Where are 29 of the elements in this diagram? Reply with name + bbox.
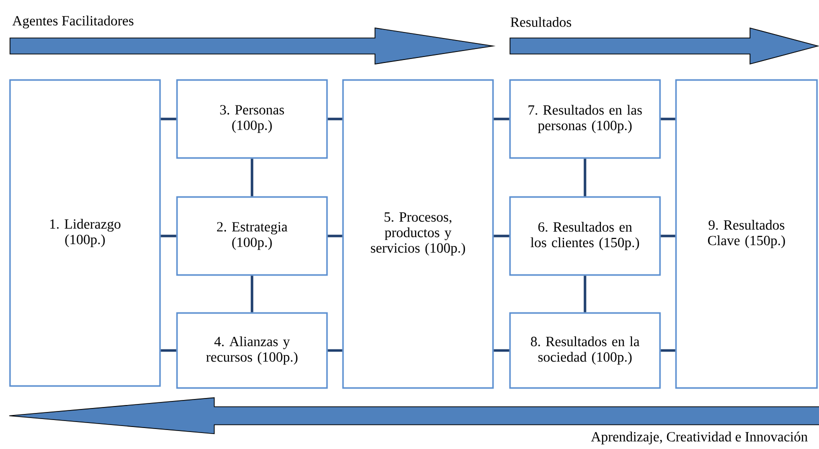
connector — [660, 349, 676, 352]
block-arrow — [8, 397, 819, 434]
connector — [584, 158, 586, 196]
connector — [494, 118, 510, 120]
process-box: 6. Resultados en los clientes (150p.) — [509, 196, 661, 276]
connector — [160, 118, 176, 120]
connector — [584, 276, 586, 312]
connector — [328, 349, 342, 352]
connector — [328, 234, 342, 238]
connector — [328, 118, 342, 120]
section-label: Aprendizaje, Creatividad e Innovación — [591, 432, 808, 444]
process-box: 5. Procesos, productos y servicios (100p.) — [342, 79, 494, 389]
section-label: Resultados — [510, 17, 572, 27]
process-box: 3. Personas (100p.) — [176, 79, 328, 159]
connector — [660, 234, 676, 238]
connector — [494, 234, 510, 238]
connector — [160, 349, 176, 352]
process-box: 9. Resultados Clave (150p.) — [675, 79, 818, 389]
process-box: 4. Alianzas y recursos (100p.) — [176, 312, 328, 389]
connector — [660, 118, 676, 120]
process-box: 8. Resultados en la sociedad (100p.) — [509, 312, 661, 389]
connector — [250, 276, 254, 312]
process-box: 2. Estrategia (100p.) — [176, 196, 328, 276]
process-box: 7. Resultados en las personas (100p.) — [509, 79, 661, 159]
connector — [250, 158, 254, 196]
section-label: Agentes Facilitadores — [12, 16, 134, 28]
process-box: 1. Liderazgo (100p.) — [9, 79, 161, 387]
connector — [160, 234, 176, 238]
connector — [494, 349, 510, 352]
